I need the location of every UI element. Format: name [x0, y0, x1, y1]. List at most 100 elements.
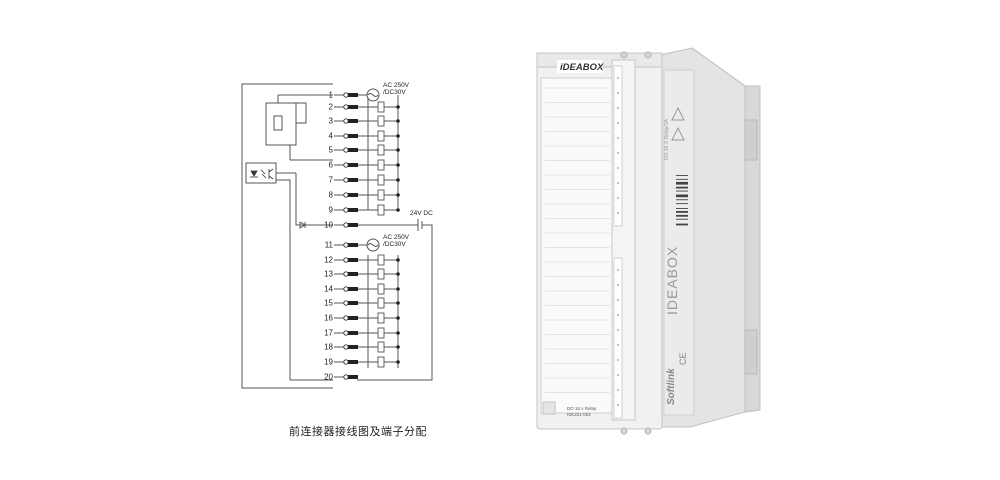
terminal-block	[348, 134, 358, 138]
terminal-pin	[343, 192, 349, 198]
terminal-block	[348, 243, 358, 247]
terminal-block	[348, 223, 358, 227]
barcode-bar	[676, 194, 688, 198]
optocoupler-icon	[250, 168, 274, 180]
terminal-row: 17	[324, 327, 400, 339]
relay-contact	[377, 297, 385, 309]
terminal-number: 1	[329, 91, 334, 100]
terminal-block	[348, 148, 358, 152]
terminal-number: 4	[329, 132, 334, 141]
terminal-row: 3	[329, 115, 400, 127]
terminal-block	[348, 301, 358, 305]
terminal-row: 13	[324, 268, 400, 280]
terminal-pin	[343, 207, 349, 213]
terminal-number: 20	[324, 373, 333, 382]
label-slots	[545, 77, 619, 406]
barcode-bar	[676, 199, 688, 201]
relay-contact	[377, 341, 385, 353]
terminal-row: 10	[324, 221, 358, 230]
led-dot	[617, 329, 619, 331]
led-dot	[617, 122, 619, 124]
terminal-pin	[343, 330, 349, 336]
terminal-pin	[343, 300, 349, 306]
terminal-row: 14	[324, 283, 400, 295]
relay-contact	[377, 144, 385, 156]
side-brand: IDEABOX	[664, 246, 680, 315]
terminal-pin	[343, 315, 349, 321]
barcode-bar	[676, 218, 688, 220]
terminal-row: 15	[324, 297, 400, 309]
barcode-bar	[676, 185, 688, 187]
bus-node	[396, 178, 400, 182]
relay-contact	[377, 356, 385, 368]
bus-node	[396, 345, 400, 349]
barcode-bar	[676, 217, 688, 219]
terminal-row: 11	[325, 241, 367, 250]
led-dot	[617, 314, 619, 316]
terminal-block	[348, 258, 358, 262]
terminal-number: 9	[329, 206, 334, 215]
barcode-bar	[676, 220, 688, 223]
barcode-bar	[676, 226, 688, 227]
bus-node	[396, 272, 400, 276]
barcode-bar	[676, 200, 688, 203]
ce-mark: CE	[678, 352, 688, 365]
terminal-number: 16	[324, 314, 333, 323]
led-dot	[617, 77, 619, 79]
terminal-pin	[343, 133, 349, 139]
relay-contact	[377, 130, 385, 142]
terminal-row: 19	[324, 356, 400, 368]
relay-contact	[377, 283, 385, 295]
led-dot	[617, 344, 619, 346]
supply-label-1a: AC 250V	[383, 82, 410, 89]
terminal-number: 8	[329, 191, 334, 200]
bus-node	[396, 105, 400, 109]
terminal-block	[348, 360, 358, 364]
supply-symbol-1	[366, 88, 380, 102]
dc-label: 24V DC	[410, 210, 433, 217]
bus-node	[396, 331, 400, 335]
supply-label-2b: /DC30V	[383, 241, 406, 248]
terminal-pin	[343, 92, 349, 98]
barcode-bar	[676, 214, 688, 217]
bus-node	[396, 287, 400, 291]
terminal-number: 7	[329, 176, 334, 185]
wiring-schematic	[241, 83, 433, 389]
terminal-row: 4	[329, 130, 400, 142]
front-label-1: DO 16 x Relay	[567, 406, 597, 411]
bus-node	[396, 193, 400, 197]
supply-symbol-2	[366, 238, 380, 252]
barcode-bar	[676, 181, 688, 185]
terminal-pin	[343, 286, 349, 292]
terminal-row: 2	[329, 101, 400, 113]
relay-contact	[377, 115, 385, 127]
bus-node	[396, 301, 400, 305]
terminal-number: 11	[325, 241, 334, 250]
bus-node	[396, 119, 400, 123]
terminal-row: 9	[329, 204, 400, 216]
led-dot	[617, 167, 619, 169]
bus-node	[396, 316, 400, 320]
terminal-block	[348, 345, 358, 349]
brand-logo: iDEABOX	[560, 62, 604, 73]
terminal-block	[348, 193, 358, 197]
relay-contact	[377, 327, 385, 339]
led-dot	[617, 374, 619, 376]
terminal-row: 6	[329, 159, 400, 171]
bus-node	[396, 148, 400, 152]
side-logo: Softlink	[666, 368, 677, 405]
led-dot	[617, 389, 619, 391]
led-dot	[617, 359, 619, 361]
led-dot	[617, 284, 619, 286]
terminal-row: 16	[324, 312, 400, 324]
terminal-block	[348, 331, 358, 335]
terminal-block	[348, 375, 358, 379]
bus-node	[396, 258, 400, 262]
barcode-bar	[676, 197, 688, 199]
led-dot	[617, 107, 619, 109]
terminal-pin	[343, 344, 349, 350]
terminal-pin	[343, 147, 349, 153]
module-illustration: iDEABOX DO 16 x Relay ISK221-002 IDEABOX…	[536, 47, 761, 435]
terminal-row: 20	[324, 373, 358, 382]
